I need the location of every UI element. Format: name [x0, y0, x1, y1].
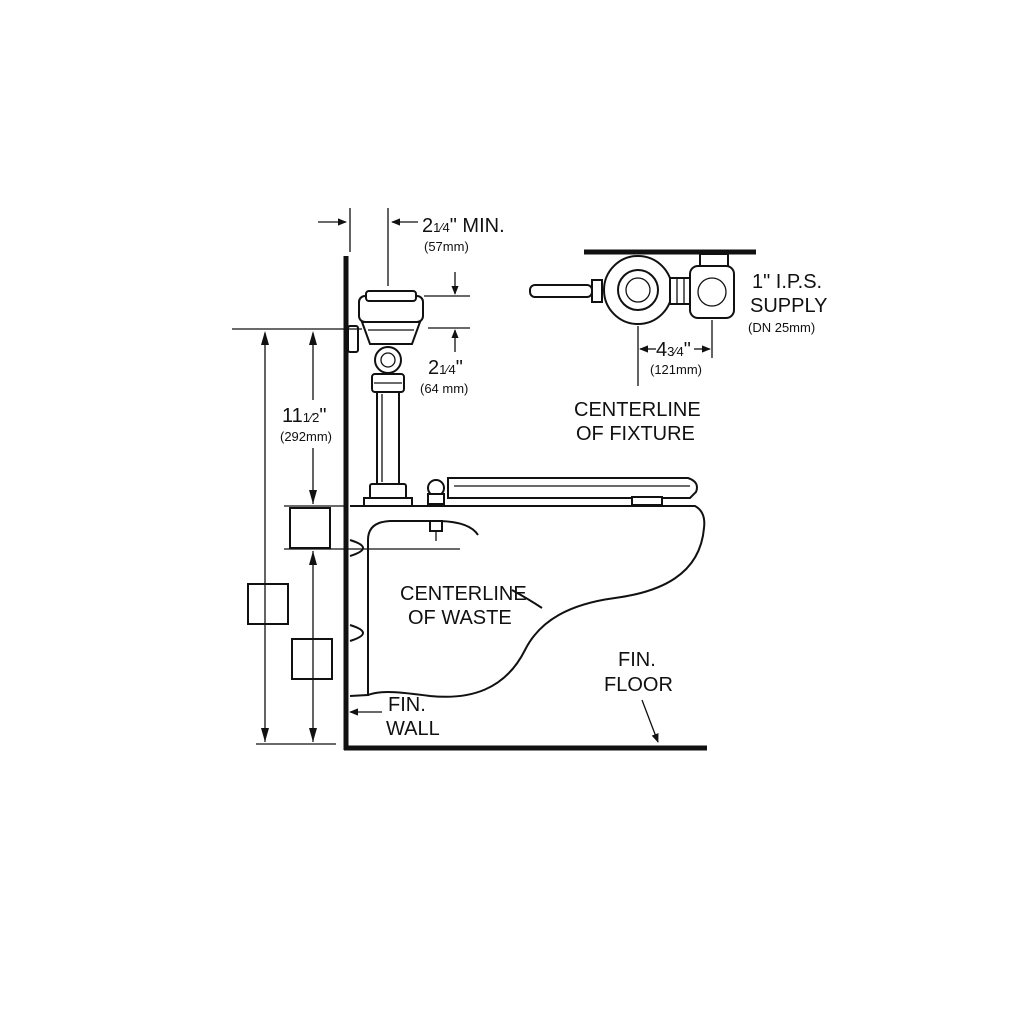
- rough-in-block-left: [247, 583, 289, 625]
- dim-supply-offset: 43⁄4" (121mm): [637, 320, 713, 386]
- fin-floor-label-2: FLOOR: [604, 674, 673, 696]
- dim-height-metric: (292mm): [280, 429, 332, 444]
- supply-size-label: 1" I.P.S.: [752, 271, 822, 293]
- fin-floor-leader: [641, 699, 659, 743]
- supply-metric-label: (DN 25mm): [748, 320, 815, 335]
- dim-height-suffix: ": [319, 405, 326, 427]
- dim-supply-offset-metric: (121mm): [650, 362, 702, 377]
- svg-text:21⁄4" MIN.: 21⁄4" MIN.: [422, 215, 505, 237]
- dim-top-min-whole: 2: [422, 215, 433, 237]
- toilet-seat: [427, 477, 698, 506]
- dim-valve-offset: 21⁄4" (64 mm): [420, 272, 470, 396]
- dim-top-min-label: 21⁄4" MIN. (57mm): [422, 215, 505, 254]
- flush-valve: [347, 290, 424, 507]
- fin-floor-label-1: FIN.: [618, 649, 656, 671]
- fin-wall-label-1: FIN.: [388, 694, 426, 716]
- dim-top-min-suffix: " MIN.: [450, 215, 505, 237]
- dim-supply-offset-suffix: ": [684, 339, 691, 361]
- rough-in-block-lower: [291, 638, 333, 680]
- dim-valve-offset-frac: 1⁄4: [439, 362, 456, 377]
- fin-wall-label-2: WALL: [386, 718, 440, 740]
- dim-top-min: [318, 208, 418, 286]
- supply-label: SUPPLY: [750, 295, 827, 317]
- dim-height: 111⁄2" (292mm): [232, 328, 460, 745]
- dim-top-min-frac: 1⁄4: [433, 220, 450, 235]
- rough-in-block-upper: [289, 507, 331, 549]
- svg-text:21⁄4": 21⁄4": [428, 357, 463, 379]
- centerline-waste-label-2: OF WASTE: [408, 607, 512, 629]
- centerline-waste-label-1: CENTERLINE: [400, 583, 527, 605]
- svg-text:43⁄4": 43⁄4": [656, 339, 691, 361]
- dim-top-min-metric: (57mm): [424, 239, 469, 254]
- centerline-fixture-label-2: OF FIXTURE: [576, 423, 695, 445]
- dim-height-whole: 11: [282, 405, 303, 427]
- dim-supply-offset-whole: 4: [656, 339, 667, 361]
- dim-valve-offset-whole: 2: [428, 357, 439, 379]
- dim-valve-offset-metric: (64 mm): [420, 381, 468, 396]
- supply-detail: [529, 249, 756, 325]
- dim-supply-offset-frac: 3⁄4: [667, 344, 684, 359]
- dim-height-frac: 1⁄2: [303, 410, 320, 425]
- svg-text:111⁄2": 111⁄2": [282, 405, 327, 427]
- centerline-fixture-label-1: CENTERLINE: [574, 399, 701, 421]
- wall-hung-bowl: [349, 505, 706, 698]
- dim-valve-offset-suffix: ": [456, 357, 463, 379]
